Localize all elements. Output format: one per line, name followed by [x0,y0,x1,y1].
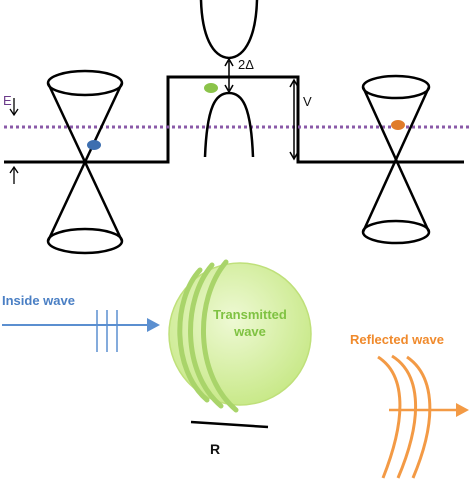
reflected-wave [377,354,469,479]
potential-profile [4,75,464,164]
transmitted-wavefront-3 [201,259,239,413]
reflected-wave-label: Reflected wave [350,332,444,347]
barrier-height-arrow [289,78,299,161]
radius-label: R [210,441,220,457]
gap-arrow [224,57,234,94]
incident-wave-label: Inside wave [2,293,75,308]
reflected-wavefront-2 [391,354,418,479]
electron-left [87,140,101,150]
radius-line [190,420,269,429]
energy-label: E [3,93,12,108]
incident-wave [2,310,160,352]
potential-step-line [4,75,464,164]
reflected-wavefront-3 [406,355,432,479]
gap-label: 2Δ [238,57,254,72]
barrier-height-label: V [303,94,312,109]
lower-band-parabola [203,91,255,158]
transmitted-wavefront-2 [188,262,224,409]
transmitted-wave-label-line1: Transmitted [213,307,287,322]
electron-center [204,83,218,93]
transmitted-region [168,259,312,413]
energy-arrows [9,98,19,184]
dirac-cone-right [361,74,431,245]
transmitted-wavefront-1 [177,267,210,403]
upper-band-parabola [199,0,259,60]
transmitted-wave-label-line2: wave [233,324,266,339]
reflected-wavefront-1 [377,355,402,479]
dirac-cone-left [46,69,124,255]
electron-right [391,120,405,130]
